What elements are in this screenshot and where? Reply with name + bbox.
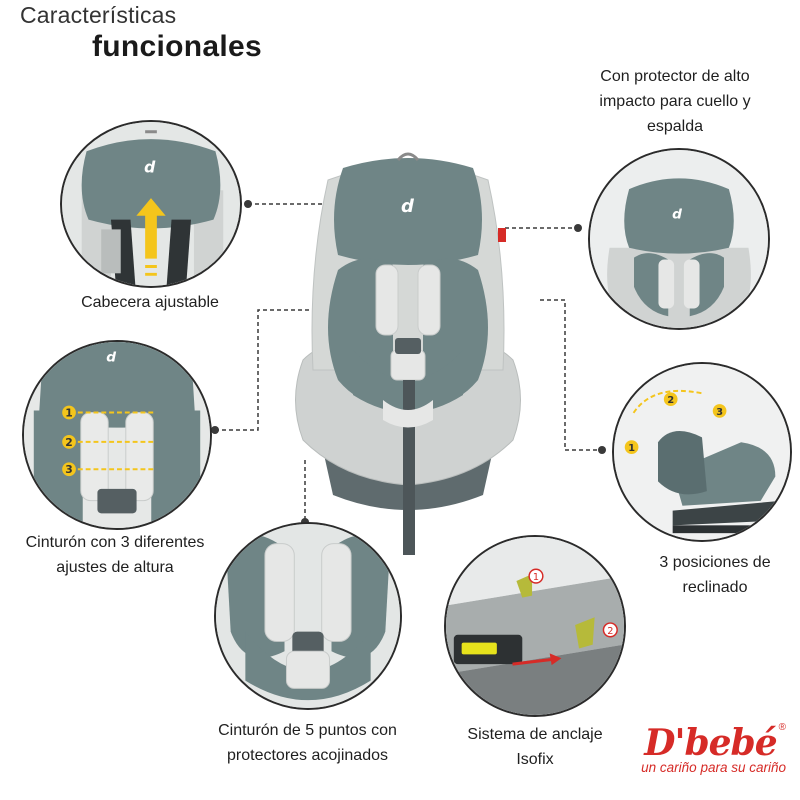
brand-tagline: un cariño para su cariño (641, 760, 786, 775)
car-seat-main-image: d (295, 152, 521, 555)
belt-marker-2: 2 (65, 436, 72, 449)
recline-marker-2: 2 (667, 395, 674, 406)
svg-text:d: d (401, 196, 415, 217)
connector-dot-belt (211, 426, 219, 434)
belt-heights-circle-image: d 1 2 3 (22, 340, 212, 530)
recline-label: 3 posiciones de reclinado (659, 554, 771, 596)
connector-dot-headrest (244, 200, 252, 208)
five-point-label: Cinturón de 5 puntos con protectores aco… (218, 722, 397, 764)
svg-text:d: d (106, 350, 116, 366)
headrest-circle-image: d (60, 120, 242, 288)
connector-dot-recline (598, 446, 606, 454)
belt-marker-3: 3 (65, 463, 72, 476)
protector-label: Con protector de alto impacto para cuell… (599, 68, 751, 135)
headrest-up-arrow (136, 198, 166, 259)
belt-marker-1: 1 (65, 406, 72, 419)
title-line-2: funcionales (92, 30, 262, 63)
isofix-circle-image: 1 2 (444, 535, 626, 717)
recline-circle-image: 1 2 3 (612, 362, 792, 542)
isofix-label: Sistema de anclaje Isofix (467, 726, 603, 768)
connector-belt (215, 309, 355, 431)
isofix-marker-2: 2 (607, 626, 613, 637)
svg-text:d: d (672, 206, 682, 222)
connector-recline (540, 299, 600, 451)
connector-dot-protector (574, 224, 582, 232)
brand-logo: D'bebé® un cariño para su cariño (641, 722, 786, 775)
isofix-marker-1: 1 (533, 572, 539, 583)
svg-text:d: d (144, 159, 156, 177)
title-line-1: Características (20, 2, 177, 28)
belt-heights-label: Cinturón con 3 diferentes ajustes de alt… (25, 534, 205, 576)
recline-marker-3: 3 (716, 407, 723, 418)
protector-circle-image: d (588, 148, 770, 330)
headrest-label: Cabecera ajustable (81, 294, 219, 311)
recline-marker-1: 1 (628, 443, 635, 454)
five-point-circle-image (214, 522, 402, 710)
brand-registered: ® (778, 722, 786, 733)
brand-name: D'bebé (644, 722, 777, 764)
